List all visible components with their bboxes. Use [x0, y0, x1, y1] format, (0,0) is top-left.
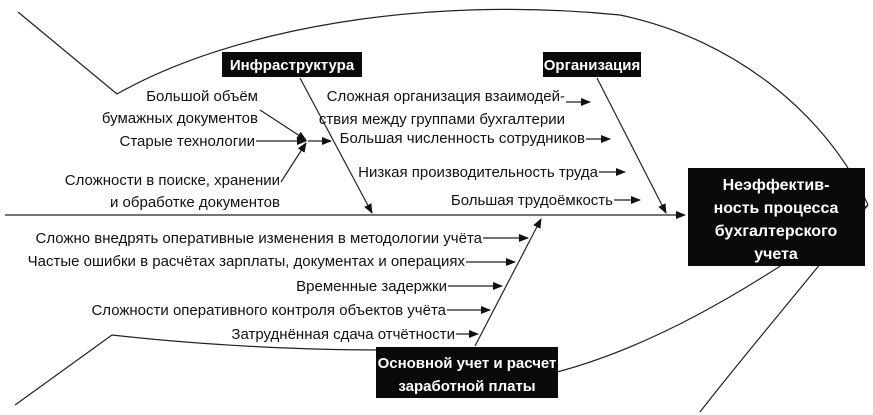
cause-text: Сложности в поиске, хранении [65, 172, 280, 189]
category-infrastructure: Инфраструктура Большой объём бумажных до… [65, 52, 373, 214]
bone-organization [596, 77, 667, 214]
category-label: заработной платы [398, 378, 535, 395]
category-label: Основной учет и расчет [378, 355, 557, 372]
effect-line: ность процесса [714, 200, 839, 217]
cause-text: ствия между группами бухгалтерии [319, 111, 565, 128]
cause-text: и обработке документов [110, 194, 280, 211]
effect-line: Неэффектив- [723, 177, 830, 194]
cause-text: Сложности оперативного контроля объектов… [91, 302, 446, 319]
cause-text: Старые технологии [119, 133, 255, 150]
cause-arrow [259, 109, 307, 141]
cause-text: Затруднённая сдача отчётности [231, 326, 455, 343]
cause-text: Временные задержки [296, 278, 447, 295]
fish-outline-top [17, 8, 869, 206]
cause-text: Большая численность сотрудников [340, 130, 585, 147]
cause-arrow [280, 142, 307, 183]
category-accounting: Основной учет и расчет заработной платы … [28, 218, 558, 398]
effect-line: бухгалтерского [715, 223, 838, 240]
cause-text: Сложно внедрять оперативные изменения в … [36, 230, 483, 247]
category-label: Инфраструктура [230, 57, 355, 74]
effect-box: Неэффектив- ность процесса бухгалтерског… [688, 168, 865, 266]
cause-text: бумажных документов [102, 110, 258, 127]
cause-text: Большая трудоёмкость [451, 192, 613, 209]
category-label: Организация [544, 57, 641, 74]
effect-line: учета [754, 246, 798, 263]
cause-text: Сложная организация взаимодей- [327, 88, 565, 105]
cause-text: Частые ошибки в расчётах зарплаты, докум… [28, 253, 466, 270]
bone-accounting [474, 218, 542, 347]
cause-text: Большой объём [146, 88, 258, 105]
cause-text: Низкая производительность труда [358, 164, 599, 181]
bone-infrastructure [299, 77, 373, 214]
category-organization: Организация Сложная организация взаимоде… [319, 52, 667, 214]
